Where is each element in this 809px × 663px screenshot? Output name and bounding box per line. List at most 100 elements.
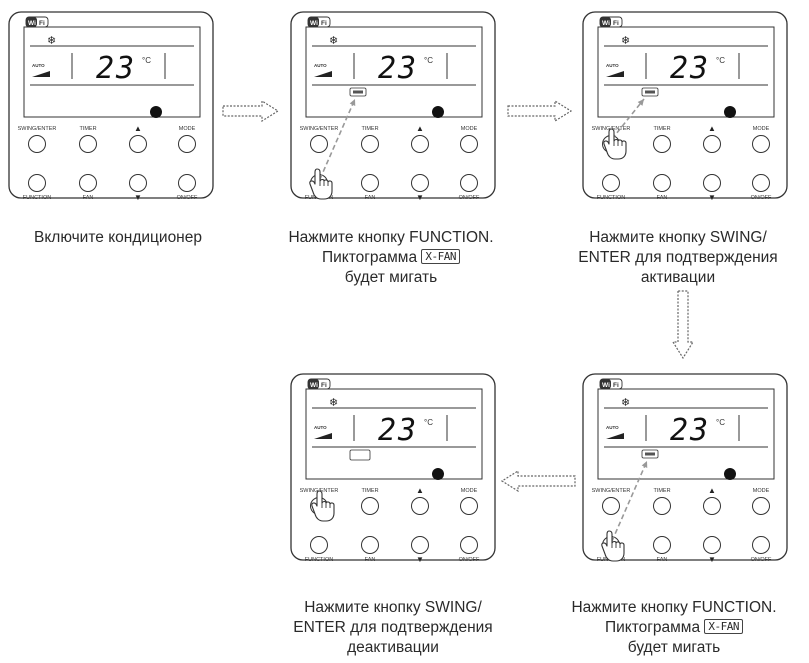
remote-button <box>129 135 147 153</box>
button-label: MODE <box>753 488 770 494</box>
button-label: TIMER <box>361 126 378 132</box>
pointing-hand-icon <box>311 490 335 522</box>
wifi-label: Fi <box>321 382 327 389</box>
receiver-led <box>724 106 736 118</box>
display-frame <box>597 388 775 480</box>
remote-button <box>703 536 721 554</box>
xfan-icon: X-FAN <box>421 249 461 264</box>
button-label: ON/OFF <box>459 195 480 201</box>
caption-step-1: Включите кондиционер <box>0 228 258 248</box>
remote-button <box>361 536 379 554</box>
flow-arrow-left <box>500 470 576 492</box>
caption-step-4: Нажмите кнопку FUNCTION. Пиктограмма X-F… <box>534 598 809 658</box>
snowflake-icon: ❄ <box>47 35 56 47</box>
caption-line: деактивации <box>347 639 439 656</box>
remote-button <box>79 135 97 153</box>
remote-panel-step-3: WiFi❄AUTO23°CSWING/ENTERTIMER▲MODEFUNCTI… <box>582 11 788 202</box>
remote-button <box>79 174 97 192</box>
remote-button <box>129 174 147 192</box>
auto-label: AUTO <box>606 63 619 68</box>
snowflake-icon: ❄ <box>329 397 338 409</box>
wifi-label: Fi <box>613 382 619 389</box>
button-label: ON/OFF <box>177 195 198 201</box>
button-label: SWING/ENTER <box>592 488 631 494</box>
temperature-unit: °C <box>716 56 725 65</box>
flow-arrow-right <box>507 100 573 122</box>
wifi-label: Fi <box>613 20 619 27</box>
fan-speed-icon <box>314 71 332 77</box>
remote-panel-step-5: WiFi❄AUTO23°CSWING/ENTERTIMER▲MODEFUNCTI… <box>290 373 496 564</box>
remote-button <box>411 174 429 192</box>
remote-panel-step-2: WiFi❄AUTO23°CSWING/ENTERTIMER▲MODEFUNCTI… <box>290 11 496 202</box>
remote-button <box>460 135 478 153</box>
auto-label: AUTO <box>314 425 327 430</box>
caption-line: Нажмите кнопку FUNCTION. <box>571 599 777 616</box>
button-label: MODE <box>753 126 770 132</box>
pointing-hand-icon <box>309 168 333 200</box>
caption-line: активации <box>640 269 716 286</box>
wifi-label: Wi <box>310 20 318 27</box>
remote-panel-step-4: WiFi❄AUTO23°CSWING/ENTERTIMER▲MODEFUNCTI… <box>582 373 788 564</box>
up-arrow-icon: ▲ <box>416 486 424 495</box>
caption-line: Пиктограмма <box>321 249 418 266</box>
button-label: FAN <box>365 557 376 563</box>
button-label: TIMER <box>361 488 378 494</box>
button-label: FAN <box>657 195 668 201</box>
button-label: FUNCTION <box>23 195 51 201</box>
caption-line: Нажмите кнопку SWING/ <box>589 229 767 246</box>
remote-button <box>653 497 671 515</box>
remote-button <box>178 174 196 192</box>
xfan-indicator-off <box>349 449 371 461</box>
caption-line: Нажмите кнопку SWING/ <box>304 599 482 616</box>
remote-button <box>310 135 328 153</box>
guide-arrow <box>319 98 356 180</box>
display-frame <box>305 388 483 480</box>
button-label: MODE <box>461 488 478 494</box>
display-frame <box>597 26 775 118</box>
xfan-indicator-glyph <box>645 90 655 94</box>
remote-body <box>290 373 496 561</box>
fan-speed-icon <box>606 71 624 77</box>
button-label: TIMER <box>653 488 670 494</box>
remote-button <box>28 135 46 153</box>
remote-button <box>460 174 478 192</box>
receiver-led <box>432 468 444 480</box>
down-arrow-icon: ▼ <box>416 555 424 564</box>
button-label: TIMER <box>79 126 96 132</box>
guide-arrowhead <box>637 99 644 106</box>
remote-button <box>653 174 671 192</box>
remote-button <box>310 536 328 554</box>
temperature-display: 23 <box>96 51 136 86</box>
caption-line: будет мигать <box>344 269 438 286</box>
wifi-label: Wi <box>28 20 36 27</box>
remote-button <box>460 536 478 554</box>
button-label: SWING/ENTER <box>300 126 339 132</box>
down-arrow-icon: ▼ <box>134 193 142 202</box>
down-arrow-icon: ▼ <box>708 193 716 202</box>
wifi-label: Fi <box>39 20 45 27</box>
up-arrow-icon: ▲ <box>708 486 716 495</box>
remote-button <box>653 536 671 554</box>
wifi-label: Wi <box>602 20 610 27</box>
temperature-display: 23 <box>378 51 418 86</box>
fan-speed-icon <box>606 433 624 439</box>
caption-line: Нажмите кнопку FUNCTION. <box>288 229 494 246</box>
caption-step-3: Нажмите кнопку SWING/ ENTER для подтверж… <box>538 228 809 288</box>
fan-speed-icon <box>32 71 50 77</box>
wifi-label: Wi <box>310 382 318 389</box>
temperature-unit: °C <box>142 56 151 65</box>
up-arrow-icon: ▲ <box>708 124 716 133</box>
down-arrow-icon: ▼ <box>416 193 424 202</box>
caption-line: ENTER для подтверждения <box>293 619 493 636</box>
button-label: FAN <box>365 195 376 201</box>
guide-arrowhead <box>349 99 356 106</box>
remote-button <box>361 497 379 515</box>
remote-button <box>703 174 721 192</box>
button-label: FUNCTION <box>597 195 625 201</box>
caption-line: Включите кондиционер <box>33 229 202 246</box>
fan-speed-icon <box>314 433 332 439</box>
